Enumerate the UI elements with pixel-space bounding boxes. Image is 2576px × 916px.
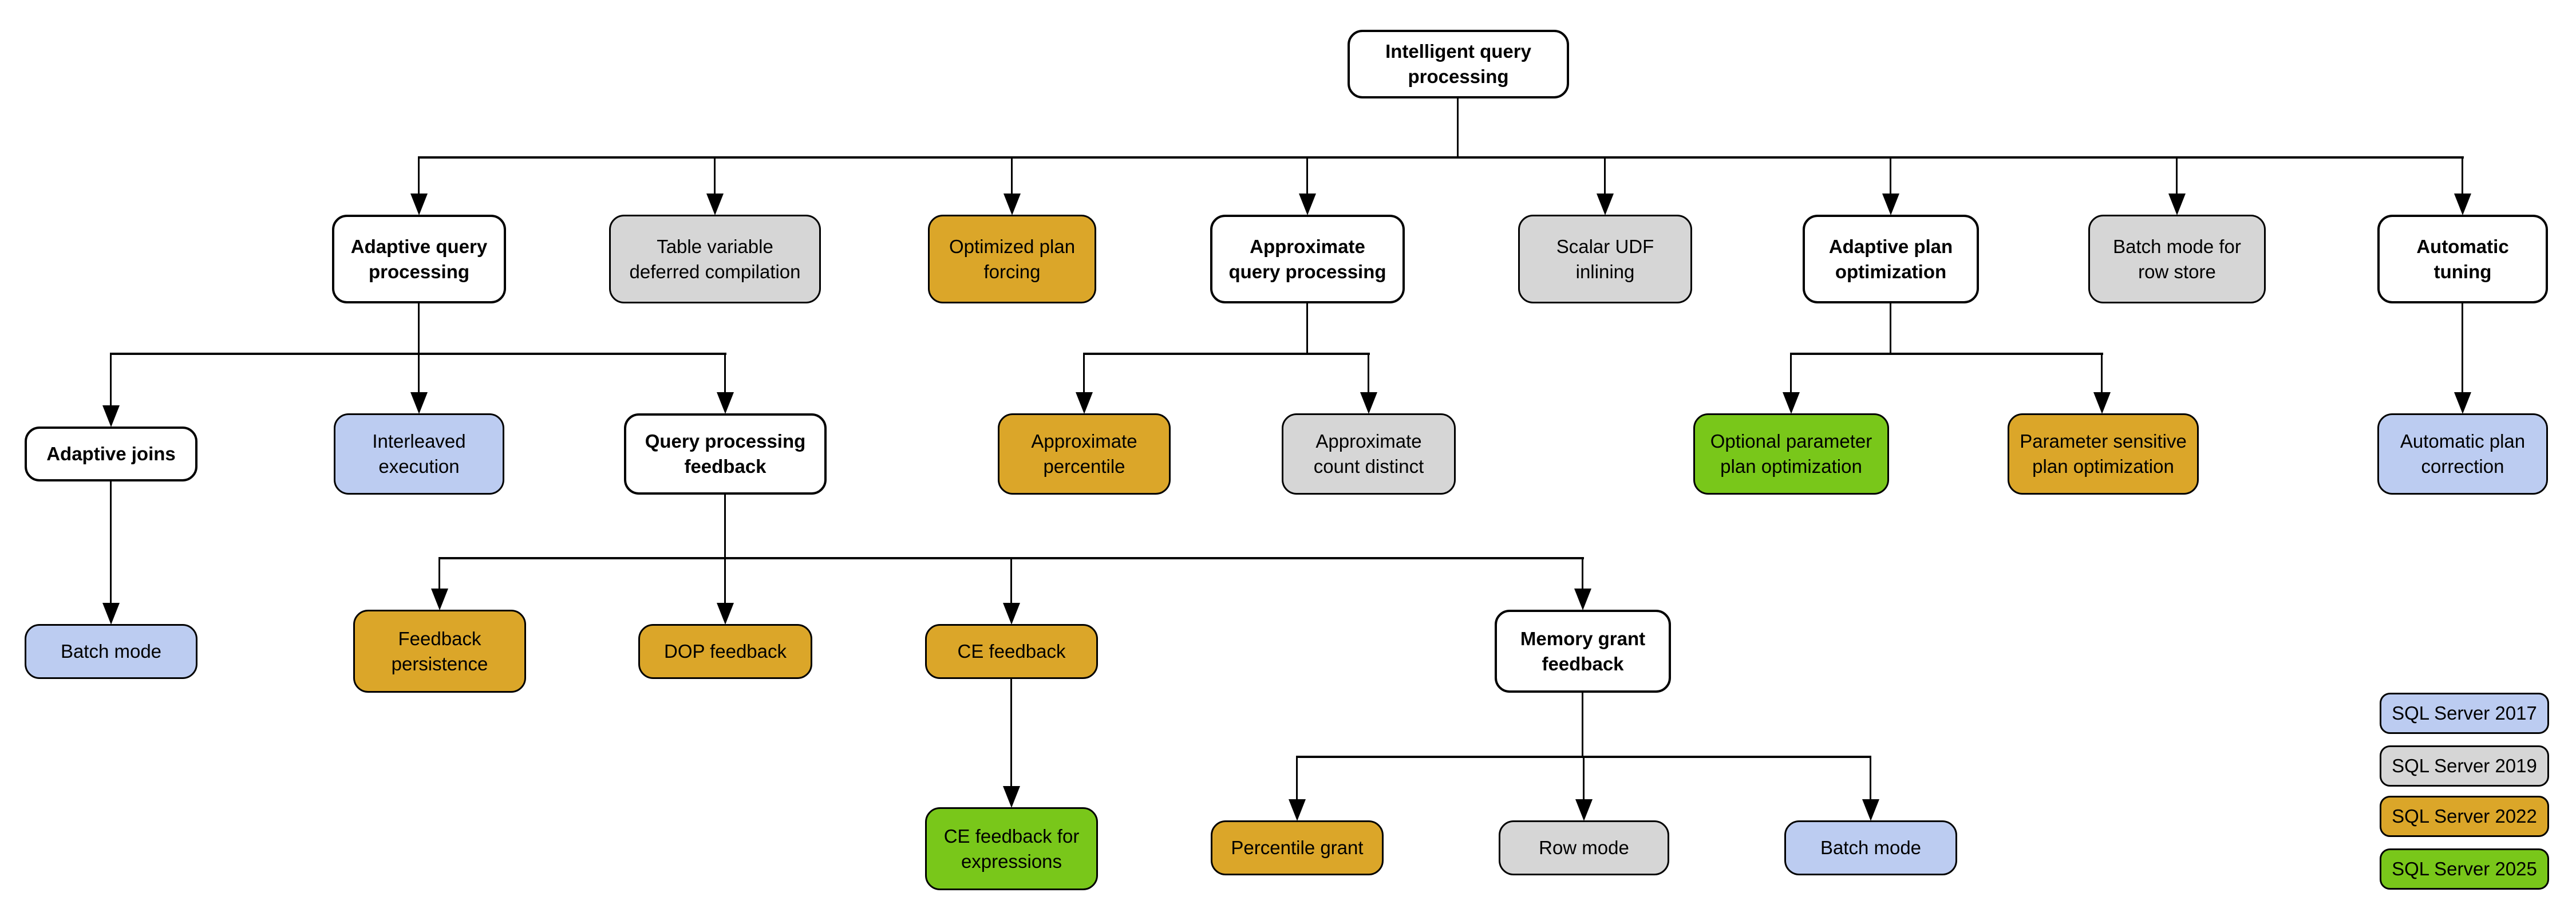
connector-arrow <box>1583 756 1585 800</box>
connector-arrow <box>1870 756 1871 800</box>
node-optimized-plan-forcing: Optimized plan forcing <box>928 215 1096 303</box>
connector-arrow <box>1306 156 1308 194</box>
connector-line <box>1582 693 1583 757</box>
node-approximate-percentile: Approximate percentile <box>998 413 1171 495</box>
node-interleaved-execution: Interleaved execution <box>334 413 504 495</box>
legend-sql-server-2022: SQL Server 2022 <box>2380 796 2549 837</box>
connector-arrow <box>1010 679 1012 787</box>
connector-arrow <box>2462 303 2463 393</box>
connector-bus <box>1791 353 2103 355</box>
connector-arrow <box>2101 353 2103 393</box>
node-automatic-plan-correction: Automatic plan correction <box>2377 413 2548 495</box>
connector-arrow <box>1890 156 1891 194</box>
node-batch-mode-memory-grant: Batch mode <box>1784 820 1957 875</box>
node-adaptive-query-processing: Adaptive query processing <box>332 215 506 303</box>
connector-arrow <box>1296 756 1298 800</box>
connector-arrow <box>1083 353 1085 393</box>
connector-arrow <box>1010 557 1012 603</box>
legend-sql-server-2019: SQL Server 2019 <box>2380 745 2549 787</box>
connector-arrow <box>110 481 112 603</box>
node-ce-feedback-for-expressions: CE feedback for expressions <box>925 807 1098 890</box>
node-optional-parameter-plan-optimization: Optional parameter plan optimization <box>1693 413 1889 495</box>
node-adaptive-joins: Adaptive joins <box>25 427 197 481</box>
legend-sql-server-2025: SQL Server 2025 <box>2380 848 2549 890</box>
node-percentile-grant: Percentile grant <box>1211 820 1384 875</box>
node-approximate-count-distinct: Approximate count distinct <box>1282 413 1456 495</box>
connector-arrow <box>1011 156 1013 194</box>
node-batch-mode-for-row-store: Batch mode for row store <box>2088 215 2266 303</box>
connector-arrow <box>1604 156 1606 194</box>
node-query-processing-feedback: Query processing feedback <box>624 413 827 495</box>
connector-arrow <box>110 353 112 406</box>
connector-bus <box>1084 353 1370 355</box>
connector-arrow <box>724 353 726 393</box>
connector-arrow <box>2176 156 2178 194</box>
node-ce-feedback: CE feedback <box>925 624 1098 679</box>
connector-line <box>1890 303 1891 355</box>
connector-arrow <box>418 156 420 194</box>
node-intelligent-query-processing: Intelligent query processing <box>1348 30 1569 98</box>
node-adaptive-plan-optimization: Adaptive plan optimization <box>1803 215 1979 303</box>
node-batch-mode-adaptive-joins: Batch mode <box>25 624 197 679</box>
node-scalar-udf-inlining: Scalar UDF inlining <box>1518 215 1692 303</box>
connector-arrow <box>714 156 716 194</box>
connector-arrow <box>1582 557 1583 589</box>
connector-line <box>724 495 726 559</box>
connector-line <box>1457 98 1459 159</box>
connector-arrow <box>1368 353 1369 393</box>
connector-arrow <box>1790 353 1792 393</box>
node-approximate-query-processing: Approximate query processing <box>1210 215 1405 303</box>
connector-bus <box>419 156 2464 159</box>
connector-arrow <box>724 557 726 603</box>
node-automatic-tuning: Automatic tuning <box>2377 215 2548 303</box>
node-row-mode: Row mode <box>1499 820 1669 875</box>
connector-line <box>418 303 420 355</box>
node-feedback-persistence: Feedback persistence <box>353 610 526 693</box>
connector-arrow <box>2462 156 2463 194</box>
connector-line <box>1306 303 1308 355</box>
connector-arrow <box>418 353 420 393</box>
node-dop-feedback: DOP feedback <box>638 624 812 679</box>
legend-sql-server-2017: SQL Server 2017 <box>2380 693 2549 734</box>
node-table-variable-deferred-compilation: Table variable deferred compilation <box>609 215 821 303</box>
node-memory-grant-feedback: Memory grant feedback <box>1495 610 1671 693</box>
connector-arrow <box>438 557 440 589</box>
node-parameter-sensitive-plan-optimization: Parameter sensitive plan optimization <box>2008 413 2199 495</box>
